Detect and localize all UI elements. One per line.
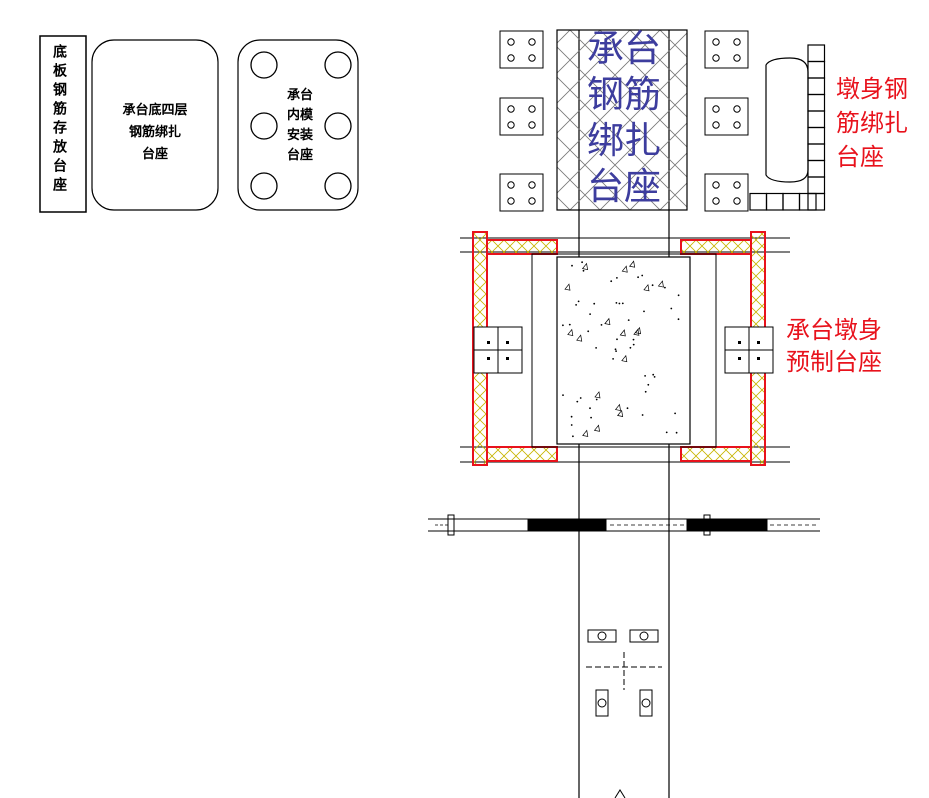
base-plate-rebar-storage-label: 底板钢筋存放台座 xyxy=(51,44,67,196)
pier-rebar-line-1: 墩身钢 xyxy=(836,75,908,103)
cap-rebar-line-2: 钢筋 xyxy=(587,73,661,116)
formwork-circles xyxy=(250,51,352,200)
inner-formwork-line-3: 安装 xyxy=(286,128,313,143)
cap-rebar-line-3: 绑扎 xyxy=(587,119,661,162)
pier-rebar-line-3: 台座 xyxy=(836,143,884,171)
bolt-block xyxy=(499,97,544,136)
pier-rebar-line-2: 筋绑扎 xyxy=(836,109,908,137)
bolt-block xyxy=(499,30,544,69)
pier-prefab-line-1: 承台墩身 xyxy=(786,316,882,344)
bolt-blocks xyxy=(499,30,749,212)
storage-box xyxy=(39,35,87,213)
bolt-block xyxy=(704,30,749,69)
inner-formwork-line-1: 承台 xyxy=(286,88,313,103)
pier-rebar-grid xyxy=(749,44,826,211)
four-layer-box xyxy=(91,39,219,211)
inner-formwork-line-4: 台座 xyxy=(286,148,313,163)
inner-formwork-label: 承台 内模 安装 台座 xyxy=(282,86,318,166)
four-layer-line-3: 台座 xyxy=(141,147,168,162)
cap-rebar-line-4: 台座 xyxy=(587,165,661,208)
rail-section xyxy=(428,514,820,536)
four-layer-label: 承台底四层 钢筋绑扎 台座 xyxy=(96,100,214,166)
inner-formwork-box xyxy=(237,39,359,211)
cap-rebar-binding-label: 承台 钢筋 绑扎 台座 xyxy=(578,26,670,210)
cap-rebar-area xyxy=(556,29,688,211)
pier-form xyxy=(765,57,809,183)
inner-formwork-line-2: 内模 xyxy=(286,108,313,123)
bolt-block xyxy=(499,173,544,212)
bolt-block xyxy=(704,173,749,212)
pier-prefab-line-2: 预制台座 xyxy=(786,348,882,376)
equipment-symbols xyxy=(586,629,662,717)
four-layer-line-2: 钢筋绑扎 xyxy=(128,125,181,140)
pier-rebar-binding-label: 墩身钢 筋绑扎 台座 xyxy=(836,72,908,174)
cap-rebar-line-1: 承台 xyxy=(587,27,661,70)
bolt-block xyxy=(704,97,749,136)
pier-prefab-label: 承台墩身 预制台座 xyxy=(786,314,882,378)
four-layer-line-1: 承台底四层 xyxy=(122,103,188,118)
concrete-speckle xyxy=(562,260,680,438)
prefab-section xyxy=(460,231,790,466)
